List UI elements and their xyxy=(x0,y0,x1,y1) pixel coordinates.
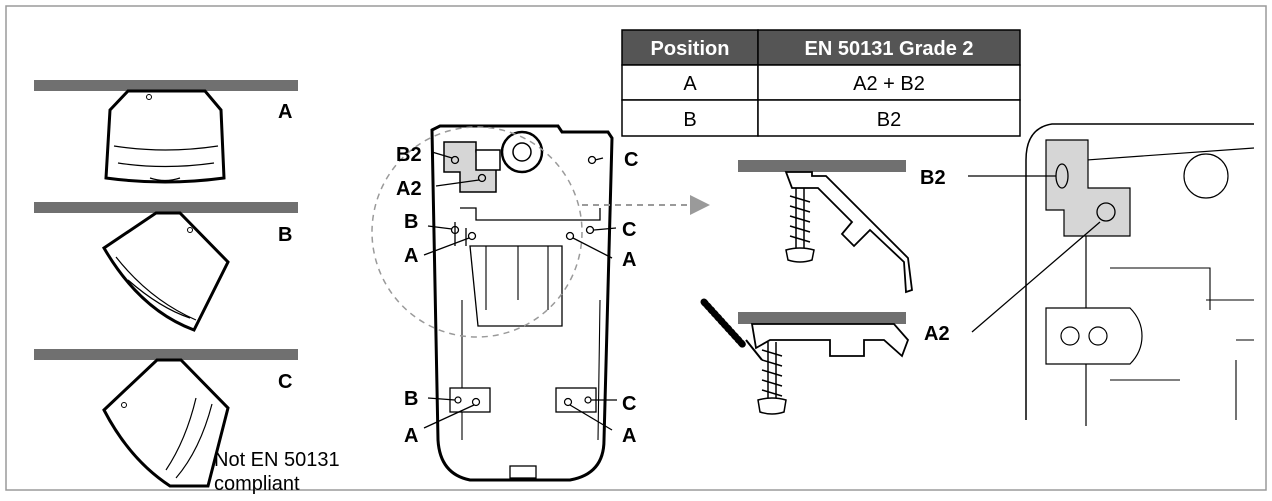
bracket-clip xyxy=(784,171,913,294)
zoom-circle xyxy=(371,126,583,338)
table-cell: A xyxy=(683,73,697,95)
bracket-label-a2: A2 xyxy=(396,178,422,200)
table-cell: B xyxy=(683,109,696,131)
grade2-tab xyxy=(443,141,497,193)
bracket-label-a: A xyxy=(404,245,418,267)
hole-a2 xyxy=(1096,202,1116,222)
detector-body xyxy=(104,89,226,184)
bracket-label-b: B xyxy=(404,211,418,233)
bracket-label-a: A xyxy=(622,425,636,447)
orientation-label: A xyxy=(278,101,292,123)
bracket-label-b: B xyxy=(404,388,418,410)
grade2-tab xyxy=(1045,139,1131,237)
ceiling-bar xyxy=(34,202,298,213)
bracket-outline xyxy=(430,124,614,482)
detector-body xyxy=(102,358,230,488)
orientation-c: C Not EN 50131 compliant xyxy=(34,349,340,495)
screw-head xyxy=(785,247,815,263)
screw-head xyxy=(757,397,787,415)
table-header: EN 50131 Grade 2 xyxy=(805,38,974,60)
bracket-closeup: B2 A2 xyxy=(920,123,1255,426)
table-header-cell xyxy=(757,29,1021,66)
detector-body xyxy=(101,211,230,332)
not-compliant-note: compliant xyxy=(214,473,300,495)
bracket-clip xyxy=(750,323,910,358)
frame-border xyxy=(5,5,1267,491)
table-header: Position xyxy=(651,38,730,60)
bracket-label-a: A xyxy=(622,249,636,271)
screw-detail-a2 xyxy=(700,298,910,415)
not-compliant-note: Not EN 50131 xyxy=(214,449,340,471)
table-cell: A2 + B2 xyxy=(853,73,925,95)
table-cell: B2 xyxy=(877,109,901,131)
ceiling-bar xyxy=(738,312,906,324)
detail-label-a2: A2 xyxy=(924,323,950,345)
orientation-label: C xyxy=(278,371,292,393)
orientation-b: B xyxy=(34,202,298,332)
screw-detail-b2 xyxy=(738,160,913,294)
grade-table: Position EN 50131 Grade 2 A A2 + B2 B B2 xyxy=(621,29,1021,137)
ceiling-bar xyxy=(34,80,298,91)
bracket-label-b2: B2 xyxy=(396,144,422,166)
hole-a2 xyxy=(477,173,487,183)
hole-b2 xyxy=(450,155,460,165)
bracket-label-c: C xyxy=(624,149,638,171)
bracket-label-a: A xyxy=(404,425,418,447)
orientation-label: B xyxy=(278,224,292,246)
bracket-label-c: C xyxy=(622,393,636,415)
mounting-bracket: B2 A2 B A C C A B A C A xyxy=(371,124,638,482)
ceiling-bar xyxy=(34,349,298,360)
leader-line xyxy=(971,221,1101,333)
ceiling-bar xyxy=(738,160,906,172)
bracket-label-c: C xyxy=(622,219,636,241)
orientation-a: A xyxy=(34,80,298,184)
detail-label-b2: B2 xyxy=(920,167,946,189)
